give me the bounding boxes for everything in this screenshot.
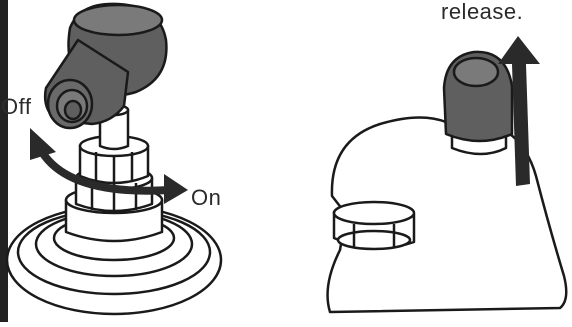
release-label: release. [441, 0, 524, 24]
base-plate [5, 204, 223, 316]
spout-body [326, 116, 568, 314]
on-label: On [191, 185, 222, 210]
up-arrow [498, 36, 540, 186]
grey-ball-cap [442, 50, 514, 143]
aerator [332, 200, 416, 251]
off-label: Off [1, 94, 32, 119]
valve-figure [5, 2, 223, 316]
double-headed-curved-arrow [30, 128, 188, 204]
arrowhead-on [164, 174, 188, 204]
arrowhead-off [30, 128, 56, 160]
spout-figure [326, 50, 568, 314]
left-border [0, 0, 8, 322]
grey-lever-handle [43, 38, 130, 130]
